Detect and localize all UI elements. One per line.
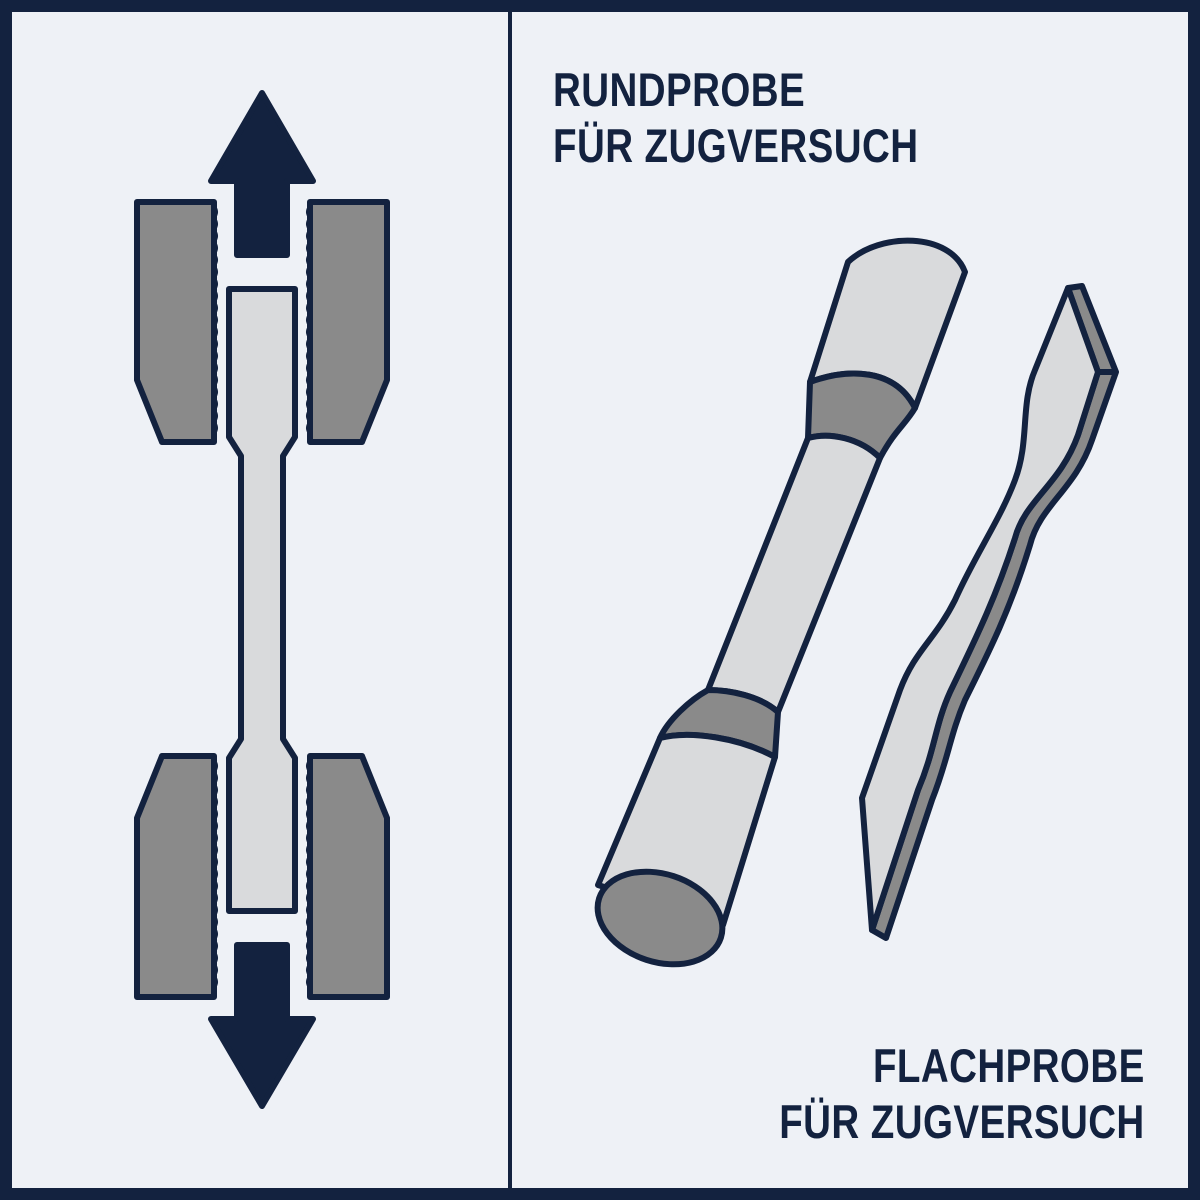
flat-specimen-illustration: [859, 283, 1119, 941]
dogbone-specimen: [226, 286, 298, 914]
round-specimen-label: RUNDPROBE FÜR ZUGVERSUCH: [553, 62, 918, 174]
lower-right-grip: [307, 753, 390, 1000]
flat-specimen-label-line2: FÜR ZUGVERSUCH: [779, 1095, 1145, 1148]
round-specimen-end-face: [594, 868, 726, 968]
round-specimen-illustration: [594, 237, 968, 968]
flat-specimen-label-line1: FLACHPROBE: [873, 1039, 1145, 1092]
arrow-up-icon: [208, 90, 316, 258]
grip-teeth: [212, 205, 312, 989]
upper-right-grip: [307, 199, 390, 445]
flat-specimen-face: [859, 285, 1101, 933]
round-specimen-label-line2: FÜR ZUGVERSUCH: [553, 119, 919, 172]
tensile-test-setup: [134, 90, 390, 1109]
arrow-down-icon: [208, 942, 316, 1109]
lower-left-grip: [134, 753, 217, 1000]
panel-divider: [508, 0, 512, 1200]
flat-specimen-label: FLACHPROBE FÜR ZUGVERSUCH: [780, 1038, 1145, 1150]
round-specimen-gauge: [705, 432, 883, 715]
upper-left-grip: [134, 199, 217, 445]
round-specimen-label-line1: RUNDPROBE: [553, 63, 806, 116]
